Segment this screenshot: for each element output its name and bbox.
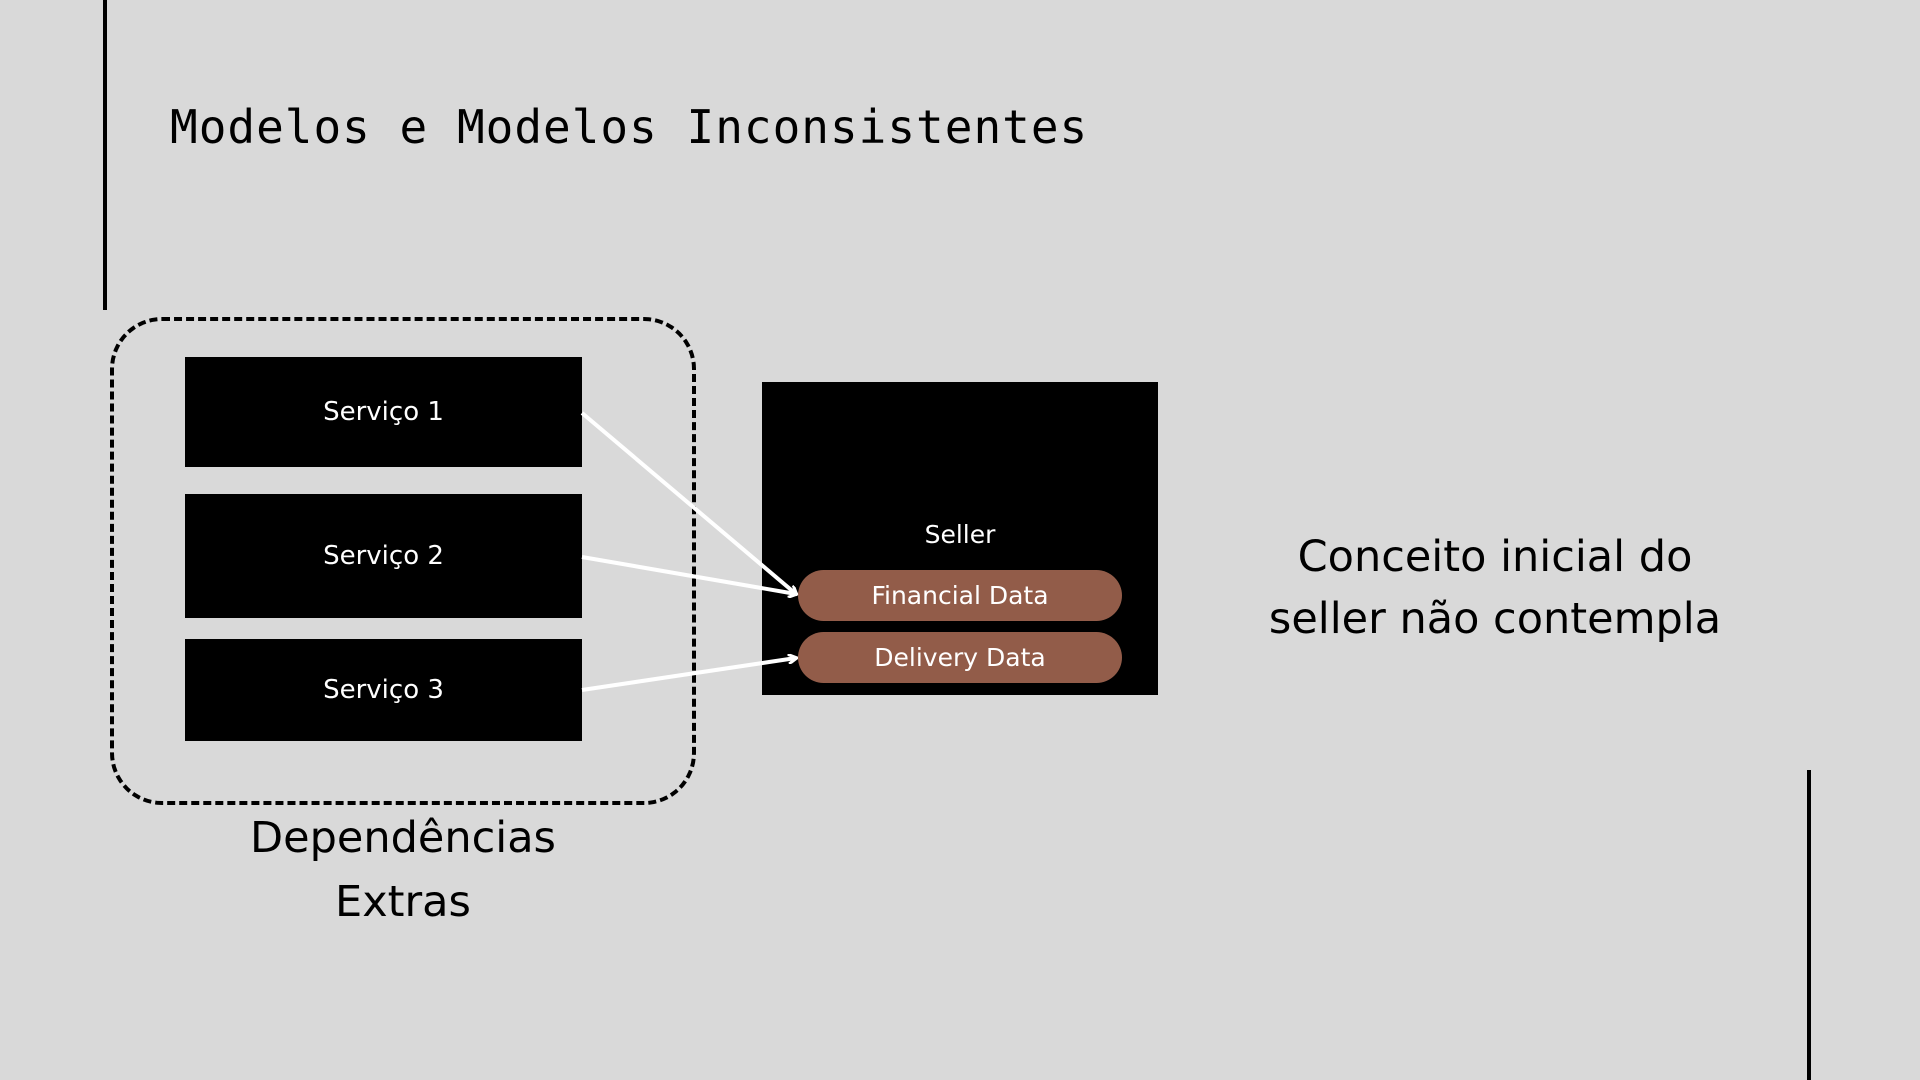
financial-data-pill: Financial Data <box>798 570 1122 621</box>
note-line1: Conceito inicial do <box>1297 532 1693 582</box>
delivery-data-pill: Delivery Data <box>798 632 1122 683</box>
service-label-1: Serviço 1 <box>323 397 444 427</box>
service-box-3: Serviço 3 <box>185 639 582 741</box>
dependencies-group-label: Dependências Extras <box>210 806 596 934</box>
note-line2: seller não contempla <box>1268 594 1722 644</box>
seller-box: Seller Financial Data Delivery Data <box>762 382 1158 695</box>
financial-data-label: Financial Data <box>871 581 1049 610</box>
service-box-2: Serviço 2 <box>185 494 582 618</box>
slide-title: Modelos e Modelos Inconsistentes <box>170 100 1089 154</box>
service-label-2: Serviço 2 <box>323 541 444 571</box>
service-box-1: Serviço 1 <box>185 357 582 467</box>
seller-title: Seller <box>924 520 996 549</box>
accent-line-top-left <box>103 0 107 310</box>
service-label-3: Serviço 3 <box>323 675 444 705</box>
delivery-data-label: Delivery Data <box>874 643 1046 672</box>
group-label-line1: Dependências <box>250 813 556 863</box>
group-label-line2: Extras <box>335 877 471 927</box>
accent-line-bottom-right <box>1807 770 1811 1080</box>
seller-concept-note: Conceito inicial do seller não contempla <box>1230 526 1760 650</box>
